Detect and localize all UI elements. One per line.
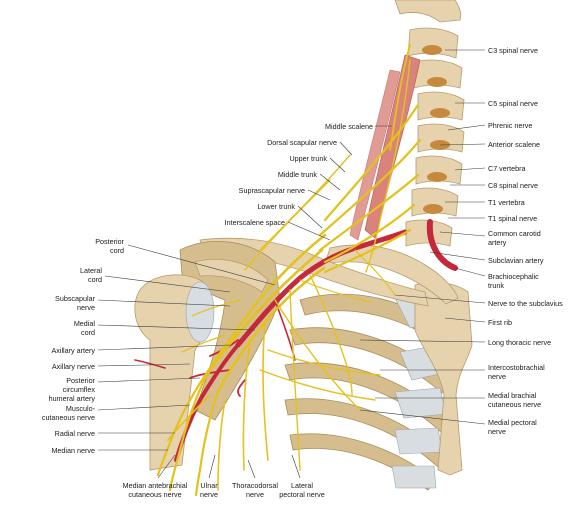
humerus	[134, 274, 215, 471]
label-c3-spinal-nerve: C3 spinal nerve	[488, 46, 538, 55]
label-intercostobrachial-nerve-2: nerve	[488, 372, 506, 381]
label-c8-spinal-nerve: C8 spinal nerve	[488, 181, 538, 190]
labels-center: Middle scalene Dorsal scapular nerve Upp…	[225, 122, 373, 227]
label-musculocutaneous-nerve-2: cutaneous nerve	[42, 413, 95, 422]
label-lateral-cord-2: cord	[88, 275, 102, 284]
label-subscapular-nerve: Subscapular	[55, 294, 96, 303]
scalene-muscles	[349, 54, 421, 241]
label-thoracodorsal-nerve-2: nerve	[246, 490, 264, 499]
label-brachiocephalic-trunk: Brachiocephalic	[488, 272, 539, 281]
label-first-rib: First rib	[488, 318, 512, 327]
labels-bottom: Median antebrachial cutaneous nerve Ulna…	[123, 481, 325, 499]
label-ulnar-nerve-2: nerve	[200, 490, 218, 499]
label-posterior-cord-2: cord	[110, 246, 124, 255]
label-medial-brachial-cutaneous-2: cutaneous nerve	[488, 400, 541, 409]
label-medial-pectoral-nerve: Medial pectoral	[488, 418, 537, 427]
label-subscapular-nerve-2: nerve	[77, 303, 95, 312]
sternum	[414, 281, 473, 476]
label-intercostobrachial-nerve: Intercostobrachial	[488, 363, 545, 372]
label-common-carotid-artery-2: artery	[488, 238, 507, 247]
label-nerve-to-subclavius: Nerve to the subclavius	[488, 299, 563, 308]
cervical-spine	[394, 0, 465, 247]
label-lateral-pectoral-nerve: Lateral	[291, 481, 313, 490]
label-phrenic-nerve: Phrenic nerve	[488, 121, 532, 130]
label-posterior-circumflex-humeral-artery-3: humeral artery	[49, 394, 96, 403]
label-t1-spinal-nerve: T1 spinal nerve	[488, 214, 537, 223]
label-posterior-circumflex-humeral-artery: Posterior	[66, 376, 95, 385]
brachial-plexus-nerves	[156, 44, 422, 497]
label-musculocutaneous-nerve: Musculo-	[66, 404, 96, 413]
label-ulnar-nerve: Ulnar	[200, 481, 218, 490]
label-medial-brachial-cutaneous: Medial brachial	[488, 391, 537, 400]
label-median-antebrachial-cutaneous-2: cutaneous nerve	[128, 490, 181, 499]
labels-left: Posterior cord Lateral cord Subscapular …	[42, 237, 125, 455]
label-thoracodorsal-nerve: Thoracodorsal	[232, 481, 278, 490]
label-c5-spinal-nerve: C5 spinal nerve	[488, 99, 538, 108]
label-anterior-scalene: Anterior scalene	[488, 140, 540, 149]
leader-lines	[97, 49, 486, 479]
label-lateral-cord: Lateral	[80, 266, 102, 275]
first-rib	[324, 244, 459, 305]
label-medial-cord-2: cord	[81, 328, 95, 337]
label-medial-pectoral-nerve-2: nerve	[488, 427, 506, 436]
label-long-thoracic-nerve: Long thoracic nerve	[488, 338, 551, 347]
label-median-antebrachial-cutaneous: Median antebrachial	[123, 481, 188, 490]
labels-right: C3 spinal nerve C5 spinal nerve Phrenic …	[488, 46, 563, 436]
label-middle-trunk: Middle trunk	[278, 170, 318, 179]
label-lower-trunk: Lower trunk	[257, 202, 295, 211]
label-medial-cord: Medial	[74, 319, 96, 328]
label-subclavian-artery: Subclavian artery	[488, 256, 544, 265]
label-axillary-nerve: Axillary nerve	[52, 362, 95, 371]
label-lateral-pectoral-nerve-2: pectoral nerve	[279, 490, 325, 499]
label-c7-vertebra: C7 vertebra	[488, 164, 526, 173]
label-t1-vertebra: T1 vertebra	[488, 198, 525, 207]
label-interscalene-space: Interscalene space	[225, 218, 285, 227]
label-radial-nerve: Radial nerve	[55, 429, 95, 438]
label-middle-scalene: Middle scalene	[325, 122, 373, 131]
label-suprascapular-nerve: Suprascapular nerve	[239, 186, 305, 195]
label-common-carotid-artery: Common carotid	[488, 229, 541, 238]
label-dorsal-scapular-nerve: Dorsal scapular nerve	[267, 138, 337, 147]
label-upper-trunk: Upper trunk	[289, 154, 327, 163]
label-brachiocephalic-trunk-2: trunk	[488, 281, 504, 290]
label-posterior-circumflex-humeral-artery-2: circumflex	[63, 385, 96, 394]
label-axillary-artery: Axillary artery	[51, 346, 95, 355]
label-posterior-cord: Posterior	[95, 237, 124, 246]
label-median-nerve: Median nerve	[51, 446, 95, 455]
